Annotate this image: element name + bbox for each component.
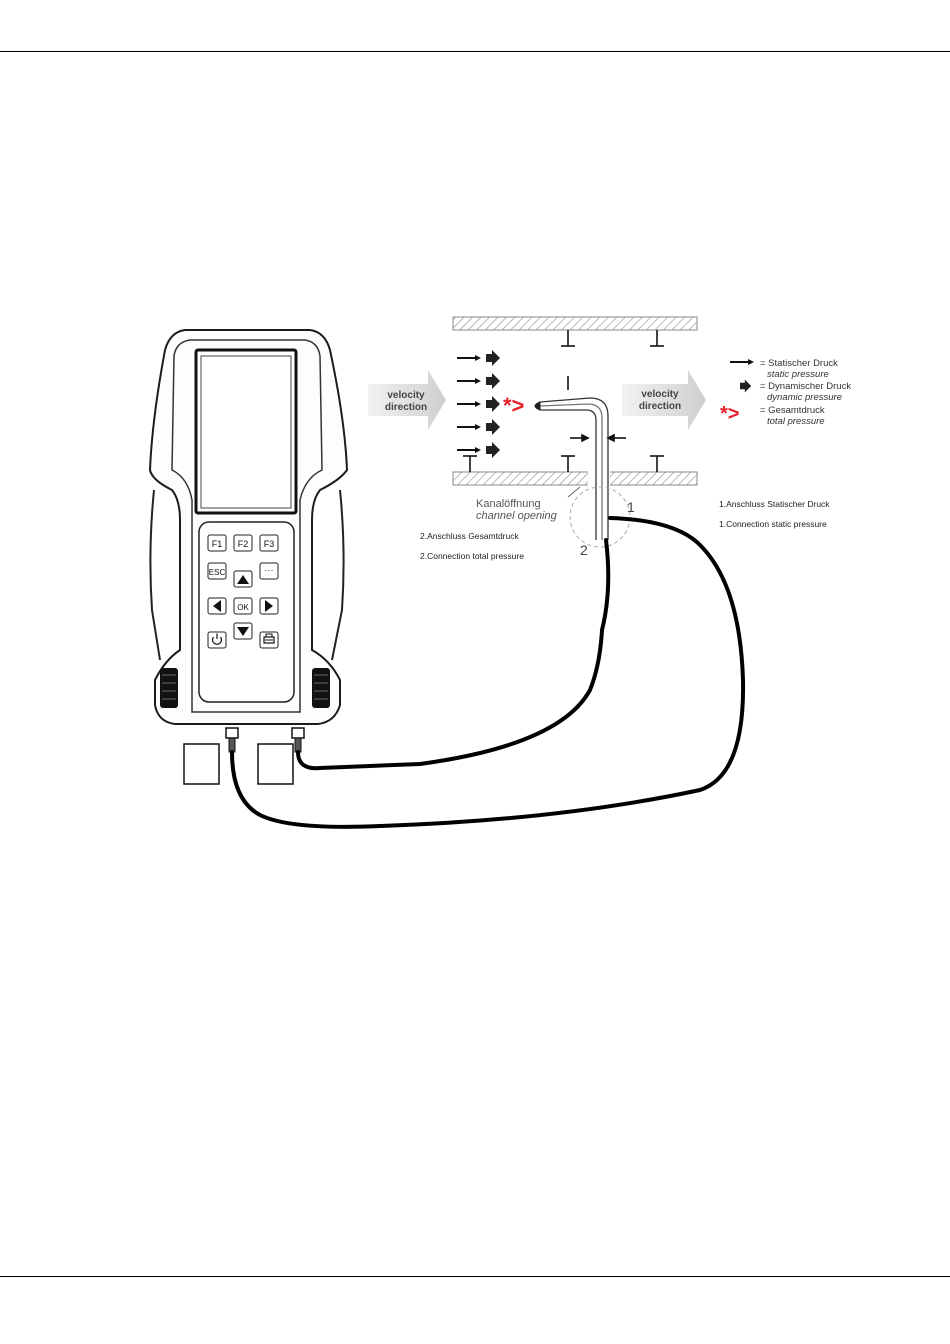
key-esc-button[interactable]: ESC [207,562,227,580]
pitot-tube [534,397,609,540]
key-print-button[interactable] [259,631,279,649]
header-rule [0,51,950,52]
arrow-right-icon [265,600,273,612]
key-right-button[interactable] [259,597,279,615]
velocity-arrow-left: velocity direction [368,370,446,430]
channel-opening-detail-circle [569,486,631,548]
dynamic-pressure-arrows [486,350,500,458]
arrow-left-icon [213,600,221,612]
pressure-connector-right [291,727,305,753]
velocity-label-left-2: direction [385,402,427,413]
measuring-instrument: F1 F2 F3 ESC ··· OK [148,329,349,785]
display-screen [200,355,292,509]
left-grip [149,489,161,661]
key-down-button[interactable] [233,622,253,640]
key-f1-button[interactable]: F1 [207,534,227,552]
accessory-box-left [183,743,220,785]
hose-total-pressure [296,538,611,771]
channel-opening-label-en: channel opening [476,510,558,522]
legend-dynamic-arrow-icon [740,379,752,393]
key-ok-button[interactable]: OK [233,597,253,615]
key-more-label: ··· [265,565,274,575]
velocity-label-left-1: velocity [387,390,425,401]
channel-opening-label-de: Kanalöffnung [476,498,541,510]
port-2-number: 2 [580,542,588,558]
footer-rule [0,1276,950,1277]
port-1-label-en: 1.Connection static pressure [719,519,827,529]
key-f1-label: F1 [212,539,223,549]
hose-static-pressure [230,516,746,829]
pressure-hoses [230,516,746,829]
duct-bottom-wall [452,471,698,486]
left-vent [160,668,178,708]
key-f2-label: F2 [238,539,249,549]
legend-dynamic-en: dynamic pressure [767,392,842,403]
legend-static-arrow-icon [729,358,755,366]
port-1-number: 1 [627,499,635,515]
total-pressure-symbol: *> [503,393,524,418]
legend-total-en: total pressure [767,416,825,427]
key-more-button[interactable]: ··· [259,562,279,580]
wall-static-arrows [463,330,664,472]
printer-icon [263,633,275,644]
key-power-button[interactable] [207,631,227,649]
legend-total-de: = Gesamtdruck [760,405,825,416]
legend-static-de: = Statischer Druck [760,358,838,369]
duct: *> [452,316,698,548]
static-pressure-arrows [456,354,482,454]
key-f3-button[interactable]: F3 [259,534,279,552]
arrow-up-icon [237,575,249,584]
key-left-button[interactable] [207,597,227,615]
velocity-label-right-1: velocity [641,389,679,400]
port-1-label-de: 1.Anschluss Statischer Druck [719,499,830,509]
duct-top-wall [452,316,698,331]
key-esc-label: ESC [209,568,226,577]
key-f2-button[interactable]: F2 [233,534,253,552]
pressure-connector-left [225,727,239,753]
legend-dynamic-de: = Dynamischer Druck [760,381,851,392]
right-grip [331,489,345,661]
device-inner-bezel [171,339,323,713]
velocity-arrow-right: velocity direction [622,370,706,430]
legend-total-symbol: *> [720,403,739,425]
key-f3-label: F3 [264,539,275,549]
arrow-down-icon [237,627,249,636]
port-2-label-de: 2.Anschluss Gesamtdruck [420,531,519,541]
velocity-label-right-2: direction [639,401,681,412]
legend-static-en: static pressure [767,369,829,380]
right-vent [312,668,330,708]
accessory-box-right [257,743,294,785]
legend: = Statischer Druck static pressure = Dyn… [720,358,851,427]
key-up-button[interactable] [233,570,253,588]
port-2-label-en: 2.Connection total pressure [420,551,524,561]
power-icon [211,633,223,645]
key-ok-label: OK [237,603,249,612]
